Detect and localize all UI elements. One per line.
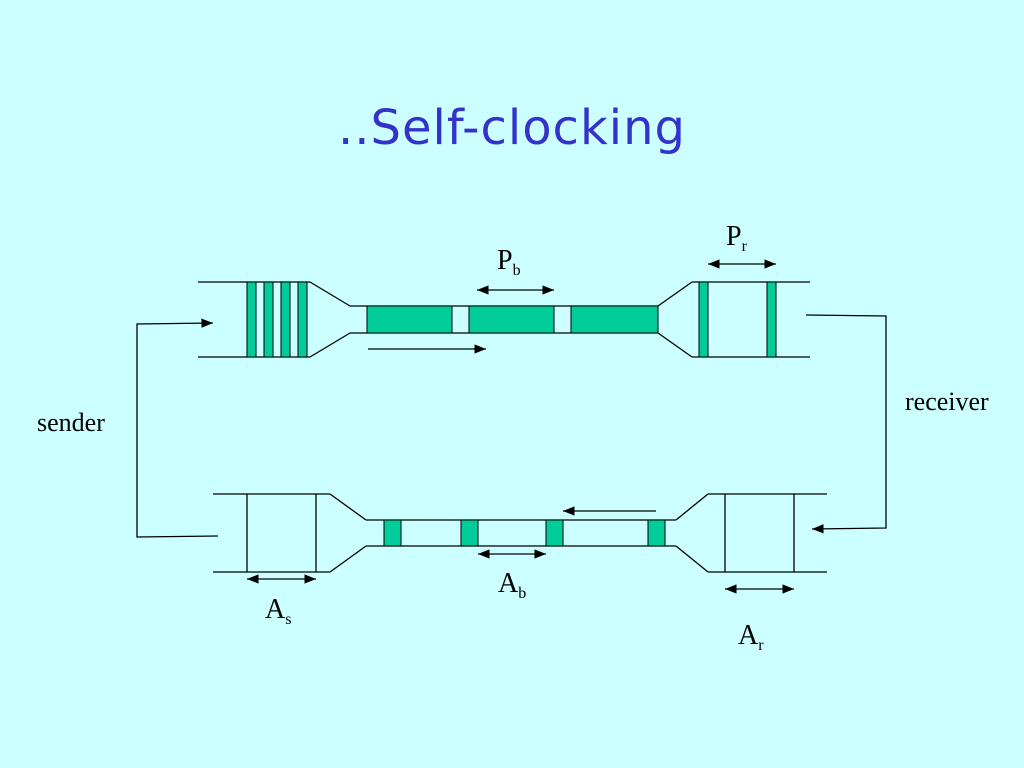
receiver-packets — [698, 281, 777, 358]
ack-packet — [460, 519, 479, 547]
ack-packet — [383, 519, 402, 547]
sender-packet — [263, 281, 274, 358]
bottleneck-packets — [366, 305, 659, 334]
ack-packets — [383, 519, 666, 547]
pr-label: Pr — [726, 221, 748, 255]
ack-pipe — [213, 493, 827, 573]
sender-packet — [297, 281, 308, 358]
as-label: As — [265, 594, 291, 628]
ab-label: Ab — [498, 568, 526, 602]
sender-packets — [246, 281, 308, 358]
receiver-packet — [698, 281, 709, 358]
sender-packet — [280, 281, 291, 358]
sender-label: sender — [37, 408, 105, 437]
pb-label: Pb — [497, 245, 521, 279]
bottleneck-packet — [570, 305, 659, 334]
receiver-label: receiver — [905, 387, 989, 416]
sender-loop-arrow — [136, 318, 219, 538]
receiver-loop-arrow — [805, 314, 887, 534]
bottleneck-packet — [468, 305, 555, 334]
ar-label: Ar — [738, 620, 764, 654]
receiver-packet — [766, 281, 777, 358]
ack-packet — [647, 519, 666, 547]
sender-packet — [246, 281, 257, 358]
ack-packet — [545, 519, 564, 547]
bottleneck-packet — [366, 305, 453, 334]
slide-title: ..Self-clocking — [338, 100, 686, 156]
